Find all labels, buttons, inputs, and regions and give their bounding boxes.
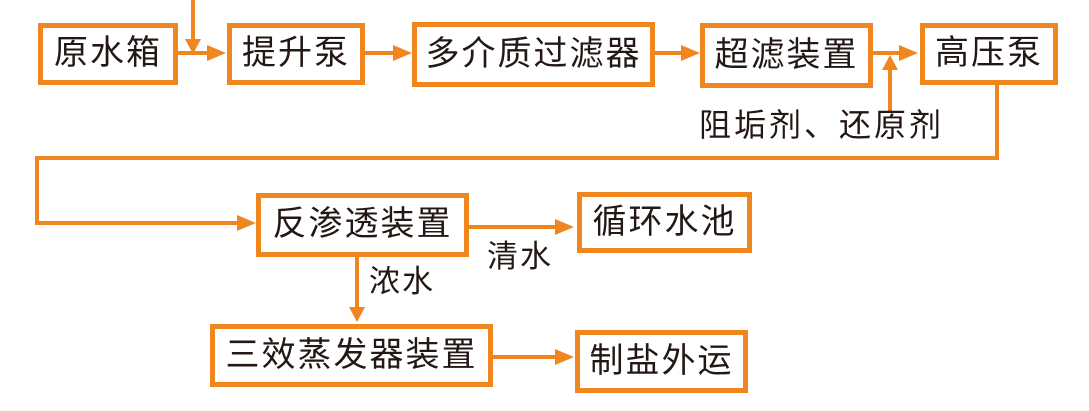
label-clean-water: 清水	[487, 239, 553, 274]
label-concentrated-water: 浓水	[369, 264, 435, 299]
node-raw-water-tank: 原水箱	[38, 23, 178, 85]
inlet-arrow-line	[191, 0, 195, 40]
edge-high-pressure-to-ro-arrowhead-icon	[237, 215, 256, 231]
edge-raw-water-to-lift-pump-arrowhead-icon	[207, 45, 226, 61]
node-lift-pump: 提升泵	[227, 23, 365, 85]
node-reverse-osmosis-unit: 反渗透装置	[256, 193, 469, 257]
edge-antiscalant-dosing-line	[888, 69, 892, 112]
edge-ultrafiltration-to-high-pressure-pump-arrowhead-icon	[899, 45, 918, 61]
node-circulating-water-pool: 循环水池	[577, 192, 752, 253]
edge-high-pressure-to-ro-segment-down	[995, 85, 999, 160]
edge-raw-water-to-lift-pump	[178, 51, 209, 55]
edge-ro-to-evaporator	[355, 257, 359, 308]
label-antiscalant-reductant: 阻垢剂、还原剂	[699, 107, 945, 143]
edge-ro-to-circulating-pool	[469, 225, 556, 229]
node-salt-outbound: 制盐外运	[575, 330, 748, 393]
node-ultrafiltration-unit: 超滤装置	[700, 23, 873, 88]
edge-evaporator-to-salt-shipping	[493, 355, 556, 359]
edge-antiscalant-dosing-arrowhead-icon	[882, 55, 898, 70]
edge-ro-to-circulating-pool-arrowhead-icon	[555, 219, 574, 235]
edge-multimedia-filter-to-ultrafiltration-arrowhead-icon	[681, 45, 700, 61]
edge-high-pressure-to-ro-segment-into-ro	[35, 221, 238, 225]
edge-high-pressure-to-ro-segment-across	[35, 156, 999, 160]
edge-lift-pump-to-multimedia-filter-arrowhead-icon	[393, 45, 412, 61]
edge-lift-pump-to-multimedia-filter	[365, 51, 394, 55]
edge-evaporator-to-salt-shipping-arrowhead-icon	[555, 349, 574, 365]
edge-high-pressure-to-ro-segment-left-down	[35, 156, 39, 225]
edge-ro-to-evaporator-arrowhead-icon	[349, 307, 365, 322]
node-high-pressure-pump: 高压泵	[920, 23, 1058, 85]
inlet-arrowhead-icon	[185, 39, 201, 54]
edge-multimedia-filter-to-ultrafiltration	[655, 51, 682, 55]
edge-ultrafiltration-to-high-pressure-pump	[873, 51, 900, 55]
node-triple-effect-evaporator: 三效蒸发器装置	[210, 324, 493, 387]
node-multi-media-filter: 多介质过滤器	[412, 22, 655, 87]
